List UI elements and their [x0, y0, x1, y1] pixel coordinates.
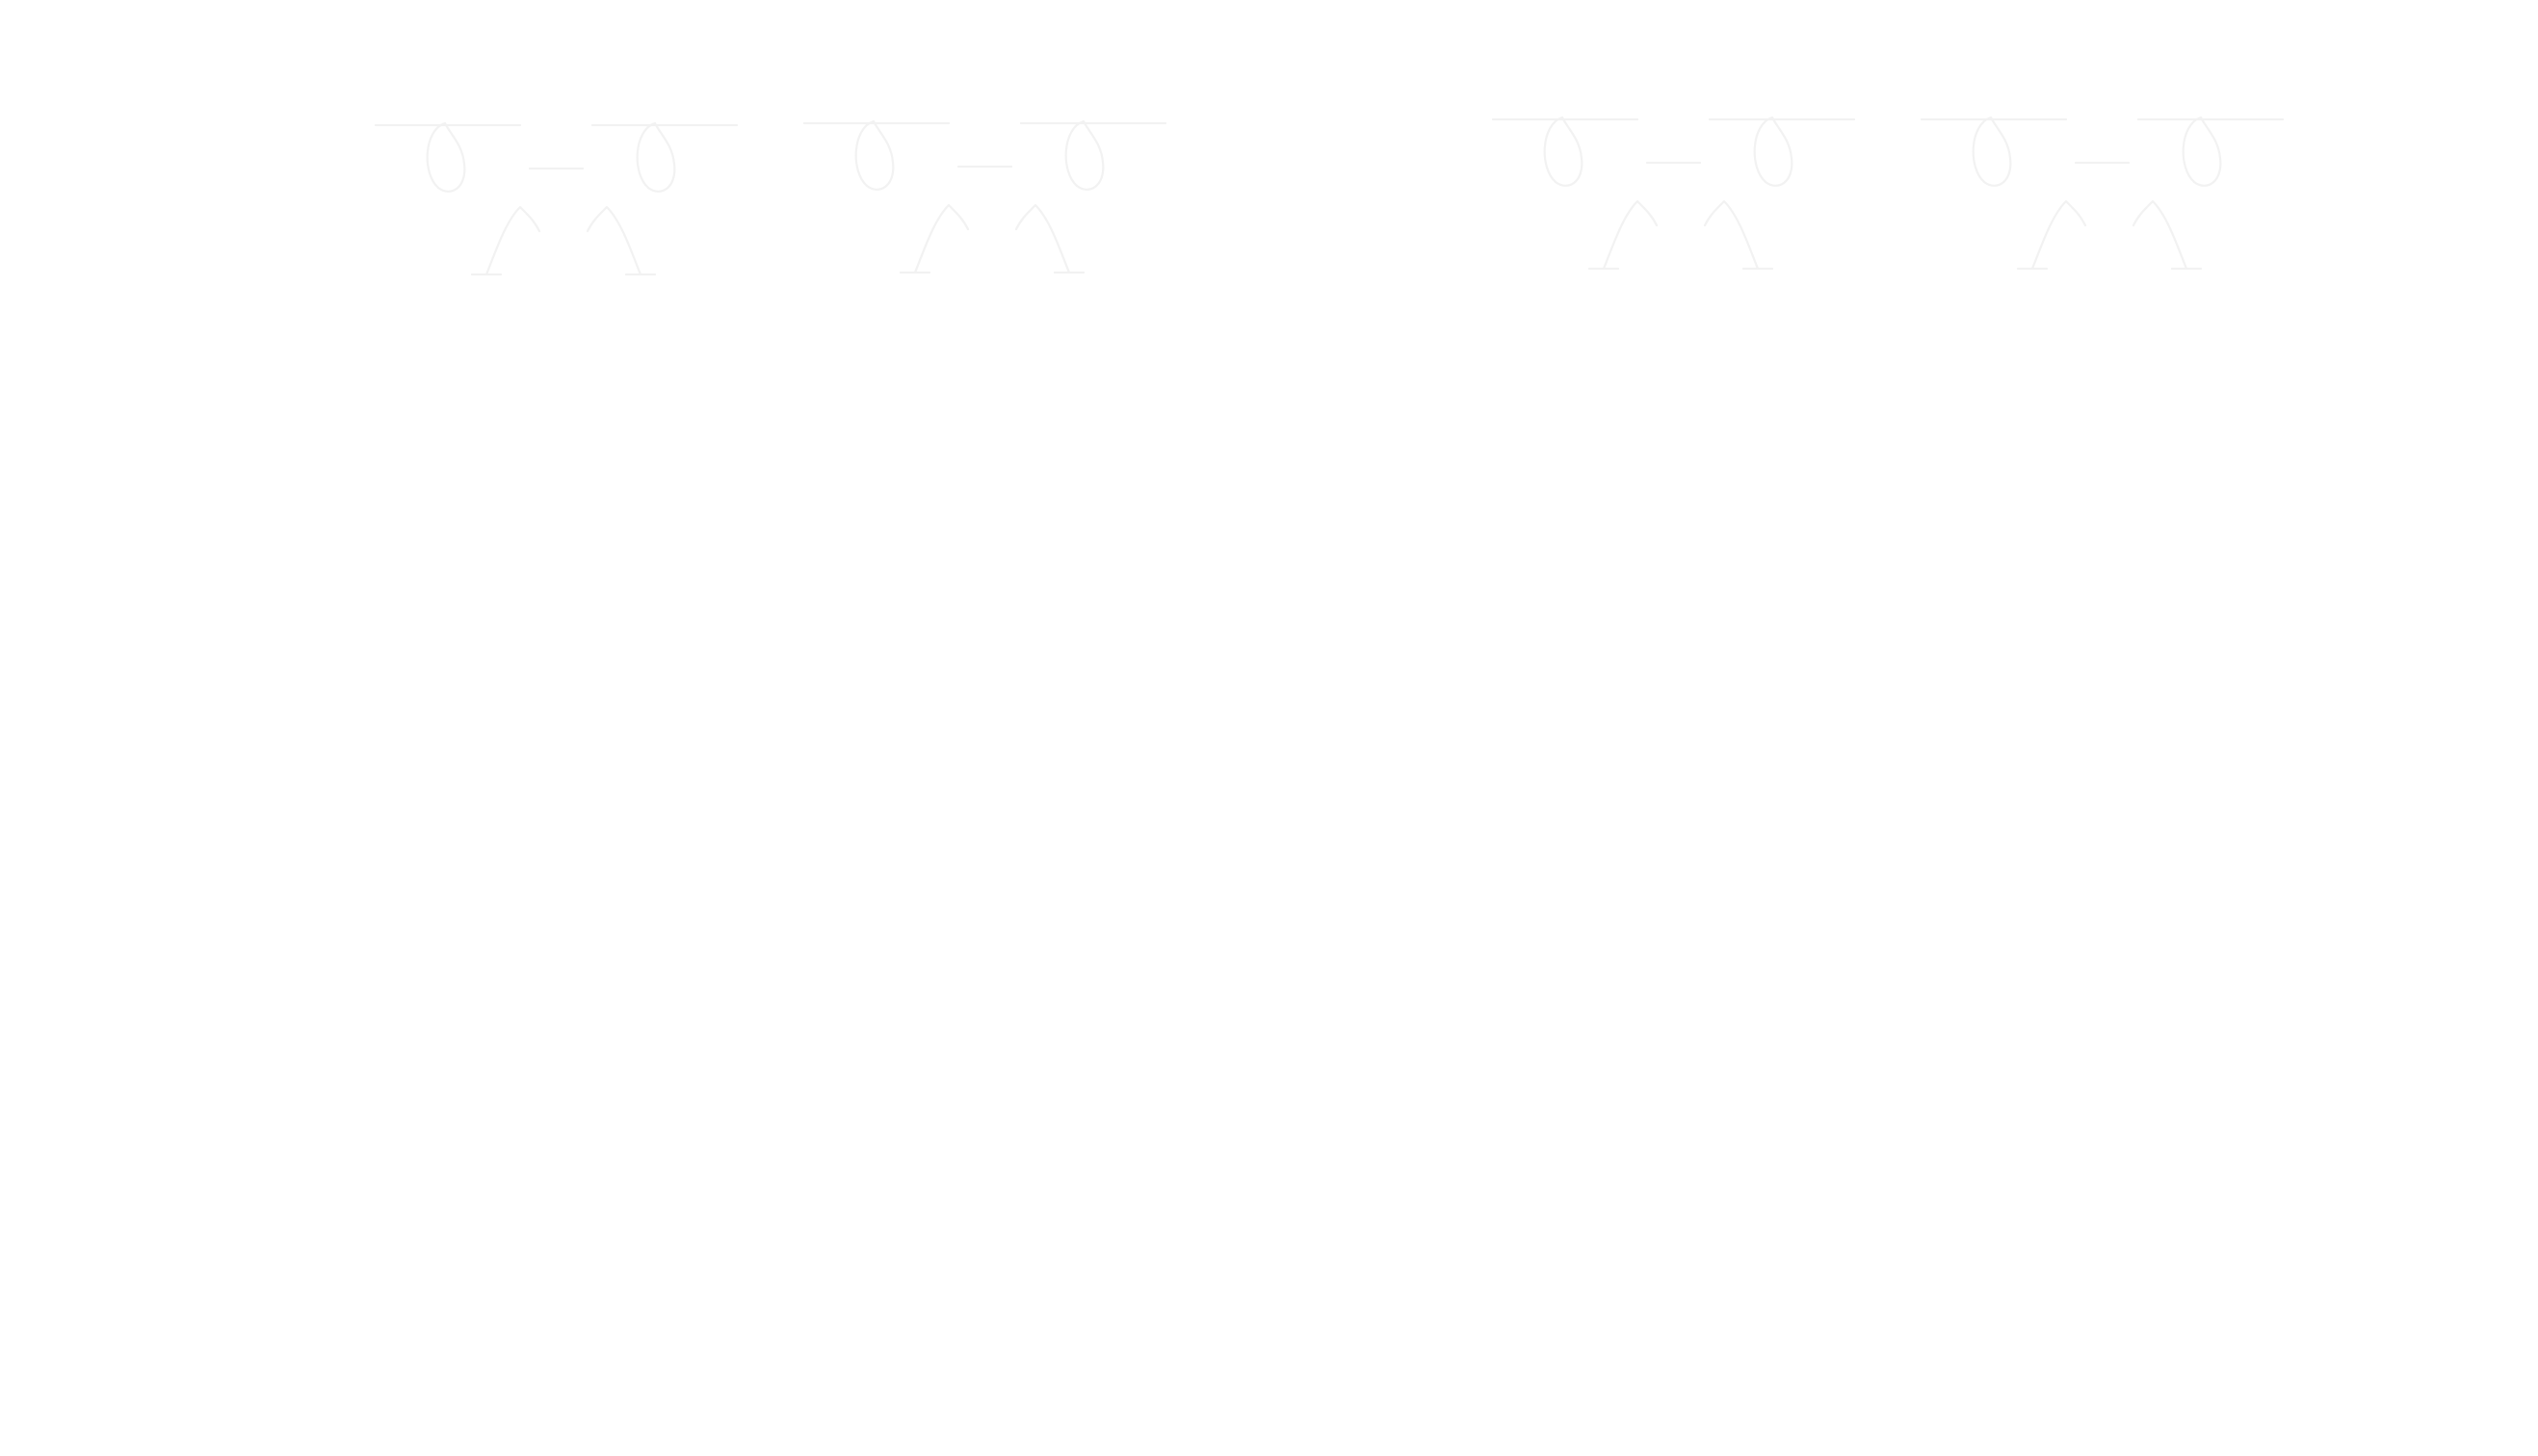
left-loop-shape — [854, 119, 895, 191]
left-leg-shape — [1602, 199, 1659, 271]
right-loop-shape — [1064, 119, 1105, 191]
figure-2 — [802, 119, 1167, 274]
right-leg-shape — [1014, 203, 1071, 274]
right-leg-shape — [1703, 199, 1760, 271]
left-loop-shape — [426, 121, 466, 193]
right-leg-shape — [586, 205, 642, 276]
right-loop-shape — [1753, 116, 1793, 187]
figure-3 — [1491, 116, 1856, 271]
figure-group-left-pair — [374, 119, 1167, 276]
right-leg-shape — [2132, 199, 2188, 271]
right-loop-shape — [2182, 116, 2222, 187]
figure-4 — [1920, 116, 2285, 271]
figure-group-right-pair — [1491, 116, 2285, 271]
left-loop-shape — [1972, 116, 2012, 187]
left-loop-shape — [1543, 116, 1583, 187]
left-leg-shape — [913, 203, 970, 274]
right-loop-shape — [636, 121, 676, 193]
figure-1 — [374, 121, 739, 276]
left-leg-shape — [2030, 199, 2087, 271]
left-leg-shape — [484, 205, 541, 276]
